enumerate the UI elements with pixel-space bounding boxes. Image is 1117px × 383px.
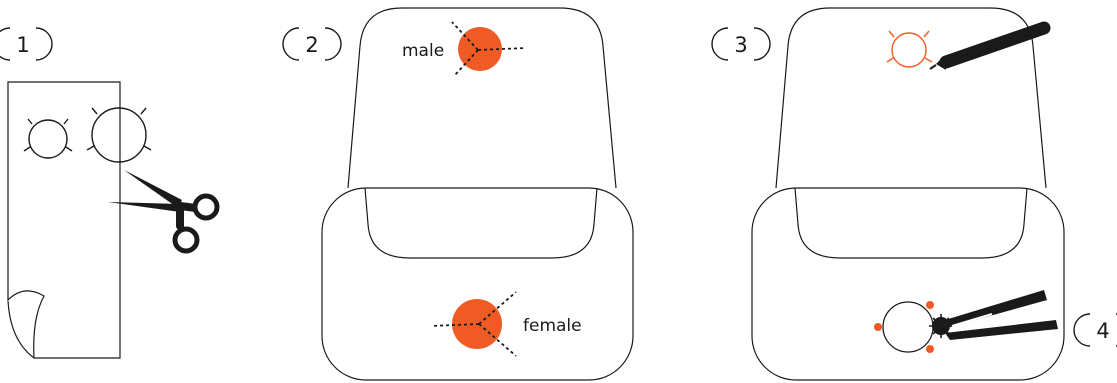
step-3-marker: 3	[711, 27, 771, 61]
tweezers-icon	[945, 290, 1058, 340]
back-card	[347, 7, 617, 189]
traced-outline	[886, 30, 933, 68]
template-sheet	[7, 81, 121, 359]
front-card	[321, 187, 634, 381]
male-dot	[451, 21, 527, 77]
step-2-marker: 2	[282, 27, 342, 61]
step-1-number: 1	[16, 33, 29, 57]
scissors-icon	[108, 170, 220, 254]
female-dot	[431, 291, 517, 357]
step-3-number: 3	[734, 33, 747, 57]
small-cutout-shape	[23, 118, 73, 159]
placed-outline	[874, 301, 934, 353]
step-4-number: 4	[1096, 319, 1109, 343]
female-label: female	[523, 316, 582, 336]
marker-icon	[929, 21, 1051, 70]
step-2-number: 2	[305, 33, 318, 57]
large-cutout-shape	[86, 107, 152, 163]
male-label: male	[402, 41, 444, 61]
step-4-marker: 4	[1073, 313, 1117, 347]
step-1-marker: 1	[0, 27, 53, 61]
insect-icon	[929, 314, 953, 338]
